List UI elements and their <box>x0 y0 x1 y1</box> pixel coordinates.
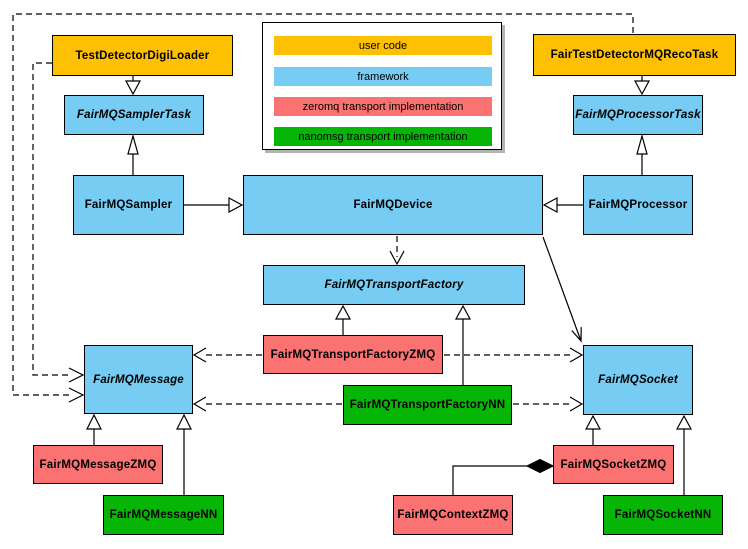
node-fairmqdevice: FairMQDevice <box>243 175 543 235</box>
legend-item-nanomsg: nanomsg transport implementation <box>274 127 492 146</box>
edge-factorynn-message <box>192 396 342 412</box>
edge-device-socket <box>542 236 582 343</box>
node-fairmqmessagezmq: FairMQMessageZMQ <box>33 445 163 484</box>
node-fairmqsampler: FairMQSampler <box>73 175 184 235</box>
edge-contextzmq-socketzmq <box>452 458 555 495</box>
node-fairmqsocketnn: FairMQSocketNN <box>603 495 723 535</box>
edge-factorynn-socket <box>513 396 584 412</box>
legend-label: zeromq transport implementation <box>302 100 464 113</box>
legend-label: nanomsg transport implementation <box>298 130 468 143</box>
node-fairmqcontextzmq: FairMQContextZMQ <box>393 495 513 535</box>
edge-factorynn-transportfactory <box>454 304 472 385</box>
node-fairtestdetectormqrecotask: FairTestDetectorMQRecoTask <box>533 34 736 76</box>
edge-factoryzmq-socket <box>444 347 584 363</box>
legend-item-zeromq: zeromq transport implementation <box>274 97 492 116</box>
edge-sampler-device <box>184 196 244 214</box>
legend-label: user code <box>358 39 408 52</box>
edge-recotask-processortask <box>633 76 651 96</box>
legend-box: user code framework zeromq transport imp… <box>262 22 502 150</box>
edge-processor-processortask <box>636 133 648 175</box>
edge-messagezmq-message <box>86 413 102 445</box>
edge-factoryzmq-message <box>192 347 262 363</box>
edge-digiloader-samplertask <box>124 76 142 96</box>
edge-socketnn-socket <box>675 414 693 495</box>
node-fairmqtransportfactoryzmq: FairMQTransportFactoryZMQ <box>263 335 443 374</box>
node-fairmqtransportfactorynn: FairMQTransportFactoryNN <box>343 385 512 425</box>
node-testdetectordigiloader: TestDetectorDigiLoader <box>52 35 233 76</box>
edge-sampler-samplertask <box>127 133 139 175</box>
edge-device-transportfactory <box>389 236 405 266</box>
legend-item-framework: framework <box>274 67 492 86</box>
edge-socketzmq-socket <box>584 414 602 445</box>
node-fairmqprocessor: FairMQProcessor <box>583 175 693 235</box>
node-fairmqmessagenn: FairMQMessageNN <box>103 495 224 535</box>
legend-label: framework <box>357 70 409 83</box>
edge-processor-device <box>542 196 583 214</box>
edge-messagenn-message <box>176 413 192 495</box>
node-fairmqsocket: FairMQSocket <box>583 345 693 415</box>
node-fairmqprocessortask: FairMQProcessorTask <box>573 95 703 135</box>
node-fairmqtransportfactory: FairMQTransportFactory <box>263 265 525 305</box>
node-fairmqsamplertask: FairMQSamplerTask <box>64 95 204 135</box>
edge-factoryzmq-transportfactory <box>334 304 352 335</box>
legend-item-user-code: user code <box>274 36 492 55</box>
node-fairmqsocketzmq: FairMQSocketZMQ <box>553 445 674 484</box>
node-fairmqmessage: FairMQMessage <box>84 345 193 414</box>
